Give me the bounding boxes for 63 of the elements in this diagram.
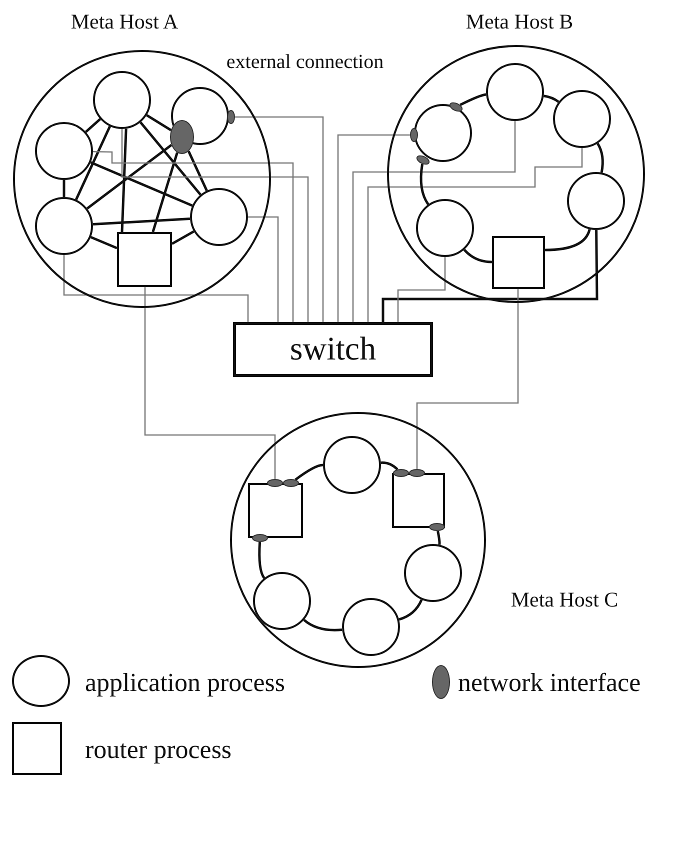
legend-label: application process <box>85 670 285 696</box>
connection-line <box>294 464 324 481</box>
process-circle <box>92 70 150 128</box>
connection-line <box>86 144 172 210</box>
interface-ellipse <box>410 128 418 142</box>
connection-line <box>146 114 172 132</box>
router-square <box>392 472 444 528</box>
process-circle <box>552 90 610 148</box>
host-heading: Meta Host A <box>70 11 178 32</box>
connection-line <box>92 150 294 322</box>
connection-line <box>544 94 560 103</box>
connection-line <box>460 93 486 106</box>
router-square <box>116 232 172 286</box>
connection-line <box>352 121 516 322</box>
connection-line <box>62 180 66 197</box>
process-circle <box>252 572 310 630</box>
connection-line <box>258 542 266 579</box>
connection-line <box>367 148 583 322</box>
connection-line <box>544 228 591 252</box>
legend-label: router process <box>85 737 232 763</box>
connection-line <box>92 217 190 226</box>
connection-line <box>303 618 342 632</box>
connection-line <box>337 134 410 322</box>
process-circle <box>414 104 472 162</box>
router-square <box>248 482 302 538</box>
connection-line <box>380 461 398 470</box>
connection-line <box>90 236 118 250</box>
connection-line <box>463 248 492 264</box>
connection-line <box>121 129 309 322</box>
interface-ellipse <box>266 478 282 486</box>
legend-label: network interface <box>458 670 641 696</box>
interface-ellipse <box>392 468 408 476</box>
process-circle <box>190 188 248 246</box>
connection-line <box>398 599 423 621</box>
connection-line <box>74 126 112 200</box>
connection-line <box>63 255 249 322</box>
connection-line <box>171 230 194 245</box>
connection-line <box>84 118 102 133</box>
interface-ellipse <box>282 478 298 486</box>
process-circle <box>416 198 474 256</box>
connection-line <box>235 116 324 322</box>
connection-line <box>187 150 208 192</box>
process-circle <box>34 196 92 254</box>
connection-line <box>140 122 202 196</box>
connection-line <box>436 530 441 545</box>
switch-box <box>233 322 433 377</box>
switch-label: switch <box>290 333 376 366</box>
router-square <box>492 236 544 288</box>
connection-line <box>144 287 276 479</box>
connection-line <box>420 164 430 206</box>
connection-line <box>152 152 178 232</box>
interface-ellipse <box>170 120 194 154</box>
interface-ellipse <box>408 468 424 476</box>
host-heading: Meta Host B <box>466 11 574 32</box>
connection-line <box>382 230 598 322</box>
note-label: external connection <box>226 52 384 72</box>
connection-line <box>120 128 128 232</box>
host-heading: Meta Host C <box>510 589 618 610</box>
connection-line <box>596 142 604 173</box>
connection-line <box>416 289 519 469</box>
connection-line <box>248 216 279 322</box>
connection-line <box>397 257 446 322</box>
connection-line <box>90 161 193 207</box>
